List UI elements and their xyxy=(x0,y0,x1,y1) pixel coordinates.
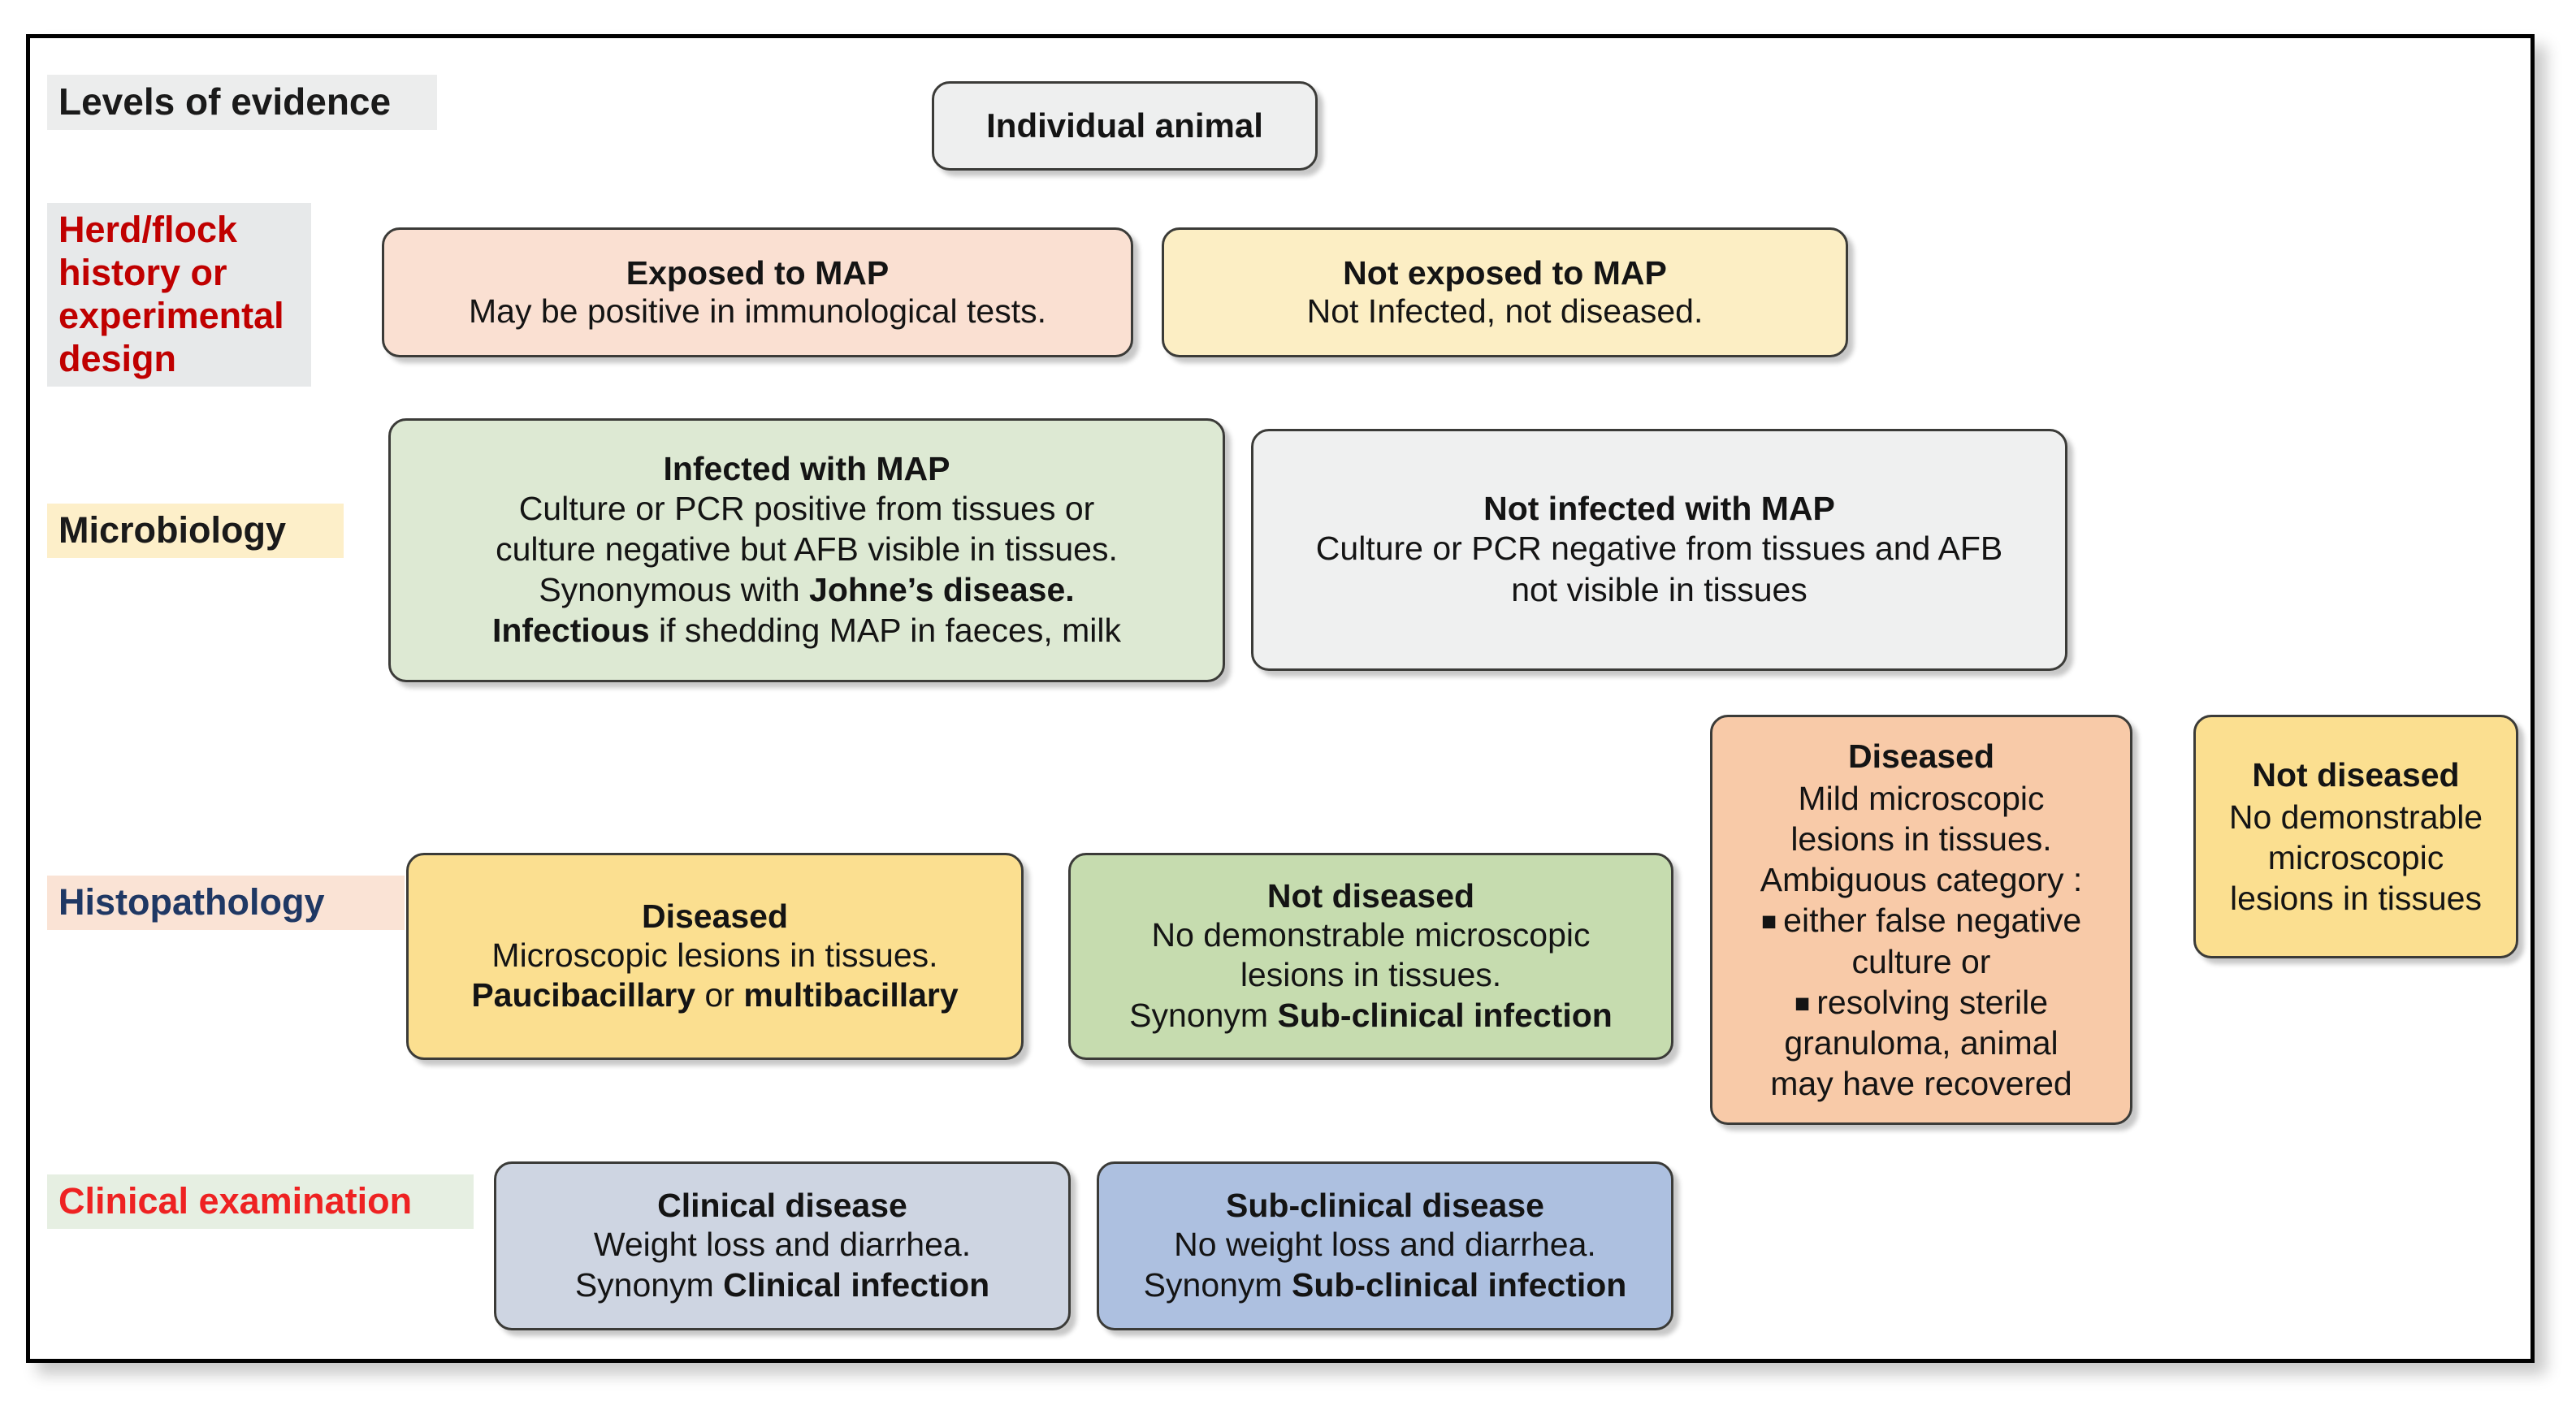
node-not-diseased-not-infected[interactable]: Not diseased No demonstrable microscopic… xyxy=(2193,715,2518,958)
stage-label-clinical-examination: Clinical examination xyxy=(47,1174,474,1230)
node-line: Not Infected, not diseased. xyxy=(1306,292,1704,330)
node-line: Culture or PCR negative from tissues and… xyxy=(1315,530,2003,568)
node-text-strong: Sub-clinical infection xyxy=(1277,996,1613,1034)
node-line: culture or xyxy=(1851,942,1991,980)
node-text-strong: Johne’s disease. xyxy=(809,571,1075,608)
node-title: Sub-clinical disease xyxy=(1226,1187,1544,1225)
node-line: Mild microscopic xyxy=(1798,780,2045,818)
node-line: Synonym Sub-clinical infection xyxy=(1144,1265,1627,1305)
node-line: culture negative but AFB visible in tiss… xyxy=(496,530,1118,568)
node-diseased-ambiguous[interactable]: Diseased Mild microscopic lesions in tis… xyxy=(1710,715,2132,1125)
node-not-infected-with-map[interactable]: Not infected with MAP Culture or PCR neg… xyxy=(1251,429,2067,671)
node-line: Paucibacillary or multibacillary xyxy=(471,975,958,1015)
node-line: lesions in tissues. xyxy=(1790,820,2052,859)
node-bullet-item: ■resolving sterile xyxy=(1795,982,2048,1023)
node-line: Synonymous with Johne’s disease. xyxy=(539,569,1074,610)
node-text-strong: Paucibacillary xyxy=(471,976,696,1014)
node-title: Clinical disease xyxy=(657,1187,907,1225)
node-text-strong: Clinical infection xyxy=(723,1265,990,1304)
node-line: lesions in tissues. xyxy=(1240,956,1502,994)
node-bullet-item: ■either false negative xyxy=(1761,900,2081,941)
node-text: resolving sterile xyxy=(1816,983,2049,1021)
node-line: Infectious if shedding MAP in faeces, mi… xyxy=(492,610,1121,651)
node-title: Not diseased xyxy=(1266,877,1475,915)
node-title: Individual animal xyxy=(986,106,1263,145)
node-individual-animal[interactable]: Individual animal xyxy=(932,81,1318,171)
node-title: Exposed to MAP xyxy=(626,254,890,292)
node-title: Not infected with MAP xyxy=(1483,490,1835,528)
node-line: lesions in tissues xyxy=(2230,880,2482,918)
node-line: No weight loss and diarrhea. xyxy=(1174,1226,1596,1264)
stage-label-histopathology: Histopathology xyxy=(47,876,405,931)
stage-label-levels-of-evidence: Levels of evidence xyxy=(47,75,437,131)
node-line: May be positive in immunological tests. xyxy=(469,292,1046,330)
node-text: either false negative xyxy=(1783,902,2082,940)
node-subclinical-disease[interactable]: Sub-clinical disease No weight loss and … xyxy=(1097,1161,1673,1330)
node-title: Infected with MAP xyxy=(663,449,950,487)
node-text-strong: multibacillary xyxy=(743,976,959,1014)
node-title: Not exposed to MAP xyxy=(1343,254,1667,292)
node-line: No demonstrable xyxy=(2228,798,2483,836)
node-line: Microscopic lesions in tissues. xyxy=(491,936,938,974)
node-text: or xyxy=(695,976,744,1014)
node-diseased-histopathology[interactable]: Diseased Microscopic lesions in tissues.… xyxy=(406,853,1024,1060)
stage-label-microbiology: Microbiology xyxy=(47,504,344,559)
bullet-square-icon: ■ xyxy=(1794,988,1811,1018)
node-text: Synonym xyxy=(1129,996,1278,1034)
node-not-diseased-histopathology[interactable]: Not diseased No demonstrable microscopic… xyxy=(1068,853,1673,1060)
node-exposed-to-map[interactable]: Exposed to MAP May be positive in immuno… xyxy=(382,227,1133,357)
node-text: Synonym xyxy=(574,1265,724,1304)
node-line: Ambiguous category : xyxy=(1760,861,2083,899)
node-line: Synonym Clinical infection xyxy=(575,1265,989,1305)
node-title: Not diseased xyxy=(2252,755,2460,794)
stage-label-herd-flock-history: Herd/flock history or experimental desig… xyxy=(47,203,311,387)
node-text-strong: Infectious xyxy=(492,612,650,650)
node-title: Diseased xyxy=(641,897,789,935)
node-line: Synonym Sub-clinical infection xyxy=(1129,996,1613,1036)
node-text: if shedding MAP in faeces, milk xyxy=(649,612,1121,650)
node-line: Culture or PCR positive from tissues or xyxy=(518,489,1095,527)
node-line: granuloma, animal xyxy=(1784,1023,2059,1062)
node-not-exposed-to-map[interactable]: Not exposed to MAP Not Infected, not dis… xyxy=(1162,227,1848,357)
node-line: Weight loss and diarrhea. xyxy=(593,1226,972,1264)
node-title: Diseased xyxy=(1847,737,1995,776)
node-line: No demonstrable microscopic xyxy=(1151,916,1591,954)
node-clinical-disease[interactable]: Clinical disease Weight loss and diarrhe… xyxy=(494,1161,1071,1330)
node-line: microscopic xyxy=(2267,839,2444,876)
node-text: Synonymous with xyxy=(539,571,810,608)
bullet-square-icon: ■ xyxy=(1760,906,1777,936)
node-line: may have recovered xyxy=(1770,1064,2072,1102)
node-text: Synonym xyxy=(1143,1265,1292,1304)
node-line: not visible in tissues xyxy=(1511,570,1808,608)
node-text-strong: Sub-clinical infection xyxy=(1291,1265,1627,1304)
node-infected-with-map[interactable]: Infected with MAP Culture or PCR positiv… xyxy=(388,418,1225,682)
